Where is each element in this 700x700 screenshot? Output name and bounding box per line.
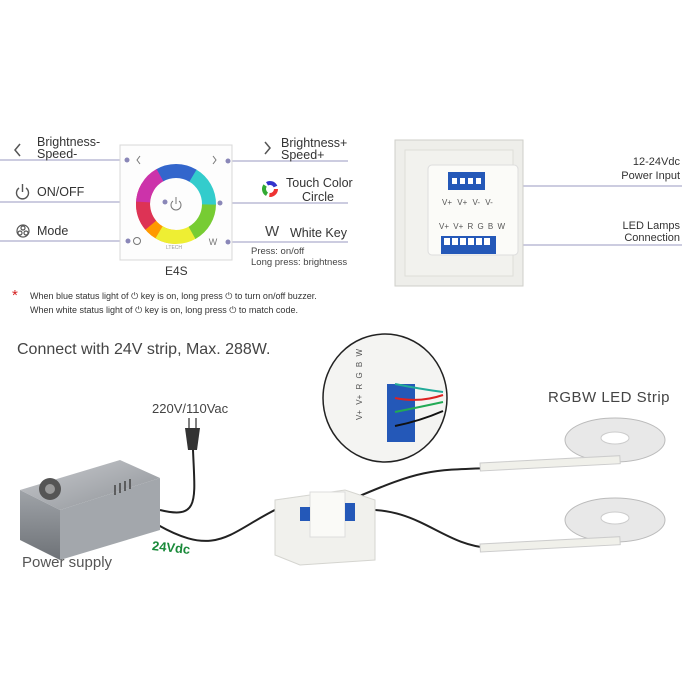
plug-icon bbox=[185, 418, 200, 450]
terminal-closeup bbox=[322, 333, 448, 463]
label-speed-plus: Speed+ bbox=[281, 148, 325, 162]
power-input-voltage: 12-24Vdc bbox=[632, 156, 680, 168]
power-icon bbox=[170, 197, 182, 211]
note-text: key is on, long press bbox=[144, 305, 227, 315]
power-icon: ⏻ bbox=[131, 291, 139, 301]
label-brightness-plus: Brightness+ bbox=[281, 136, 348, 150]
svg-text:W: W bbox=[209, 237, 218, 247]
power-icon: ⏻ bbox=[229, 305, 237, 315]
note-text: to turn on/off buzzer. bbox=[234, 291, 317, 301]
connection-label: Connection bbox=[624, 232, 680, 244]
note-text: to match code. bbox=[238, 305, 298, 315]
led-strip-1 bbox=[479, 417, 666, 472]
model-label: E4S bbox=[165, 264, 188, 278]
label-white-key: White Key bbox=[290, 226, 347, 240]
note-line-2: When white status light of ⏻ key is on, … bbox=[30, 306, 298, 315]
wiring-heading: Connect with 24V strip, Max. 288W. bbox=[17, 341, 271, 358]
color-ring-icon bbox=[136, 164, 216, 244]
note-text: When white status light of bbox=[30, 305, 133, 315]
chevron-left-icon bbox=[14, 143, 21, 157]
label-on-off: ON/OFF bbox=[37, 185, 85, 199]
mode-icon bbox=[16, 224, 30, 238]
color-circle-icon bbox=[262, 181, 278, 197]
label-press: Press: on/off bbox=[251, 246, 305, 257]
mains-voltage-label: 220V/110Vac bbox=[152, 401, 229, 416]
closeup-terminal-labels: V+ V+ R G B W bbox=[355, 348, 364, 420]
led-lamps-label: LED Lamps bbox=[622, 220, 680, 232]
led-strip-2 bbox=[479, 497, 666, 553]
label-long-press: Long press: brightness bbox=[251, 257, 348, 268]
rgbw-strip-label: RGBW LED Strip bbox=[548, 389, 671, 406]
power-supply-label: Power supply bbox=[22, 554, 113, 571]
note-text: When blue status light of bbox=[30, 291, 129, 301]
power-supply bbox=[20, 460, 160, 560]
terminal-labels-bottom: V+ V+ R G B W bbox=[439, 222, 506, 231]
asterisk-icon: * bbox=[12, 287, 18, 304]
chevron-right-icon bbox=[264, 141, 271, 155]
label-circle: Circle bbox=[302, 190, 334, 204]
note-line-1: When blue status light of ⏻ key is on, l… bbox=[30, 292, 317, 301]
power-icon bbox=[15, 184, 30, 200]
terminal-labels-top: V+ V+ V- V- bbox=[442, 198, 493, 207]
white-key-icon: W bbox=[265, 223, 280, 240]
note-text: key is on, long press bbox=[140, 291, 223, 301]
label-touch-color: Touch Color bbox=[286, 176, 353, 190]
back-panel bbox=[394, 139, 524, 287]
power-icon: ⏻ bbox=[135, 305, 143, 315]
dc-voltage-label: 24Vdc bbox=[151, 538, 191, 557]
power-input-label: Power Input bbox=[621, 170, 680, 182]
power-icon: ⏻ bbox=[225, 291, 233, 301]
brand-logo: LTECH bbox=[166, 245, 183, 251]
label-brightness-minus: Brightness- bbox=[37, 135, 101, 149]
front-panel: W bbox=[119, 144, 233, 261]
controller-back bbox=[274, 489, 376, 566]
label-speed-minus: Speed- bbox=[37, 147, 78, 161]
label-mode: Mode bbox=[37, 224, 69, 238]
